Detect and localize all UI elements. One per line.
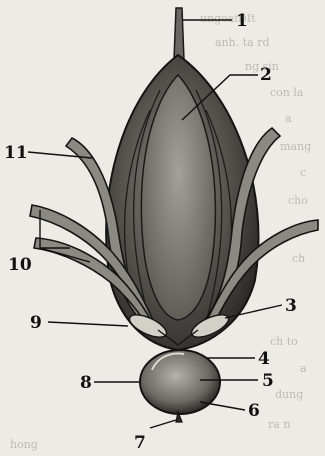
svg-text:cho: cho bbox=[288, 194, 308, 207]
svg-text:ch: ch bbox=[292, 252, 305, 265]
label-11: 11 bbox=[4, 143, 28, 163]
label-7: 7 bbox=[134, 433, 146, 453]
label-2: 2 bbox=[260, 65, 272, 85]
label-10: 10 bbox=[8, 255, 32, 275]
svg-text:c: c bbox=[300, 166, 306, 179]
svg-text:ch to: ch to bbox=[270, 335, 298, 348]
svg-text:mang: mang bbox=[280, 140, 311, 153]
svg-text:ra n: ra n bbox=[268, 418, 290, 431]
svg-text:a: a bbox=[300, 362, 307, 375]
svg-text:hong: hong bbox=[10, 438, 38, 451]
label-8: 8 bbox=[80, 373, 92, 393]
svg-text:a: a bbox=[285, 112, 292, 125]
svg-text:con la: con la bbox=[270, 86, 304, 99]
svg-text:dung: dung bbox=[275, 388, 303, 401]
top-stalk bbox=[174, 8, 184, 60]
svg-text:anh. ta rd: anh. ta rd bbox=[215, 36, 270, 49]
label-3: 3 bbox=[285, 296, 297, 316]
label-1: 1 bbox=[236, 11, 248, 31]
label-6: 6 bbox=[248, 401, 260, 421]
label-9: 9 bbox=[30, 313, 42, 333]
label-5: 5 bbox=[262, 371, 274, 391]
label-4: 4 bbox=[258, 349, 270, 369]
ovary-ball bbox=[140, 350, 220, 414]
